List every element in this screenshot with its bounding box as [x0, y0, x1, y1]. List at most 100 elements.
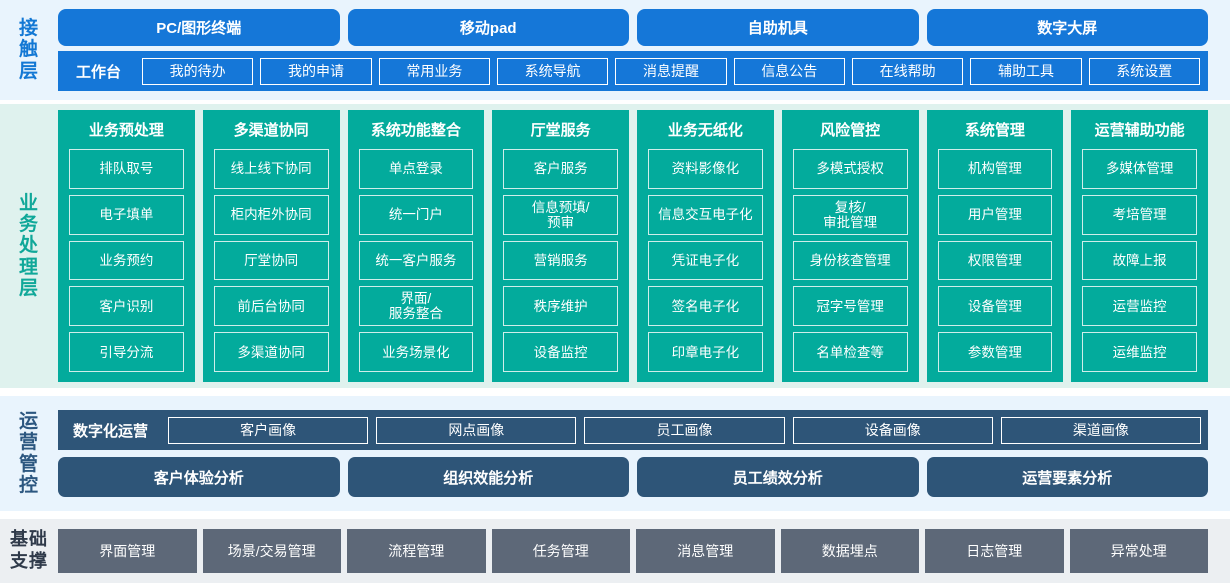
- business-item[interactable]: 考培管理: [1082, 194, 1197, 235]
- business-processing-layer: 业务处理层 业务预处理排队取号电子填单业务预约客户识别引导分流多渠道协同线上线下…: [0, 104, 1230, 388]
- business-column-title: 多渠道协同: [233, 122, 309, 139]
- workbench-item[interactable]: 我的申请: [260, 57, 372, 85]
- business-item[interactable]: 统一门户: [358, 194, 474, 235]
- business-item[interactable]: 权限管理: [937, 240, 1053, 281]
- business-item[interactable]: 客户服务: [503, 149, 618, 189]
- business-item[interactable]: 设备监控: [503, 332, 618, 372]
- business-item[interactable]: 前后台协同: [213, 286, 329, 327]
- layer-label-char-2: 支: [10, 551, 29, 571]
- business-item[interactable]: 统一客户服务: [358, 240, 474, 281]
- business-item[interactable]: 线上线下协同: [213, 149, 329, 189]
- layer-label-char-2: 管: [18, 453, 39, 475]
- ops-layer-body: 数字化运营 客户画像网点画像员工画像设备画像渠道画像 客户体验分析组织效能分析员…: [58, 396, 1230, 511]
- workbench-row: 工作台 我的待办我的申请常用业务系统导航消息提醒信息公告在线帮助辅助工具系统设置: [58, 51, 1208, 91]
- business-column: 系统功能整合单点登录统一门户统一客户服务界面/服务整合业务场景化: [347, 110, 485, 382]
- workbench-title: 工作台: [76, 63, 122, 81]
- foundation-item[interactable]: 任务管理: [491, 529, 630, 573]
- business-item[interactable]: 业务场景化: [358, 332, 474, 372]
- business-column-title: 厅堂服务: [530, 122, 591, 139]
- business-item[interactable]: 故障上报: [1082, 240, 1197, 281]
- business-item[interactable]: 多模式授权: [792, 149, 908, 189]
- workbench-item[interactable]: 系统导航: [497, 57, 609, 85]
- business-item[interactable]: 冠字号管理: [792, 286, 908, 327]
- portrait-item[interactable]: 客户画像: [168, 416, 369, 444]
- analysis-item[interactable]: 客户体验分析: [58, 457, 340, 497]
- business-item[interactable]: 客户识别: [69, 286, 184, 327]
- business-item[interactable]: 运维监控: [1082, 332, 1197, 372]
- business-item[interactable]: 复核/审批管理: [792, 194, 908, 235]
- business-item[interactable]: 多渠道协同: [213, 332, 329, 372]
- business-column: 系统管理机构管理用户管理权限管理设备管理参数管理: [926, 110, 1064, 382]
- workbench-item[interactable]: 信息公告: [733, 57, 845, 85]
- foundation-support-layer: 基础支撑 界面管理场景/交易管理流程管理任务管理消息管理数据埋点日志管理异常处理: [0, 519, 1230, 583]
- digital-operations-title: 数字化运营: [73, 422, 149, 440]
- business-column-title: 运营辅助功能: [1094, 122, 1185, 139]
- layer-label-char-2: 层: [18, 60, 39, 82]
- foundation-item[interactable]: 消息管理: [636, 529, 775, 573]
- workbench-item[interactable]: 消息提醒: [615, 57, 727, 85]
- analysis-item[interactable]: 组织效能分析: [347, 457, 629, 497]
- workbench-item[interactable]: 常用业务: [378, 57, 490, 85]
- business-layer-label-chars: 业务处理层: [19, 193, 39, 299]
- analysis-item[interactable]: 员工绩效分析: [637, 457, 919, 497]
- foundation-item[interactable]: 界面管理: [58, 529, 197, 573]
- business-item[interactable]: 业务预约: [69, 240, 184, 281]
- portrait-item[interactable]: 网点画像: [376, 416, 577, 444]
- business-item[interactable]: 名单检查等: [792, 332, 908, 372]
- business-item[interactable]: 引导分流: [69, 332, 184, 372]
- channel-box[interactable]: PC/图形终端: [58, 9, 340, 46]
- foundation-item[interactable]: 数据埋点: [780, 529, 919, 573]
- business-item[interactable]: 签名电子化: [648, 286, 763, 327]
- business-item[interactable]: 秩序维护: [503, 286, 618, 327]
- foundation-item[interactable]: 异常处理: [1069, 529, 1208, 573]
- contact-layer-label: 接触层: [0, 0, 58, 100]
- business-column: 运营辅助功能多媒体管理考培管理故障上报运营监控运维监控: [1071, 110, 1208, 382]
- business-item[interactable]: 排队取号: [69, 149, 184, 189]
- business-column-title: 业务预处理: [88, 122, 164, 139]
- foundation-row: 界面管理场景/交易管理流程管理任务管理消息管理数据埋点日志管理异常处理: [58, 529, 1208, 573]
- business-item[interactable]: 凭证电子化: [648, 240, 763, 281]
- workbench-item[interactable]: 在线帮助: [851, 57, 964, 85]
- layer-label-char-0: 运: [18, 410, 39, 432]
- layer-label-char-0: 基: [10, 529, 29, 550]
- business-item[interactable]: 参数管理: [937, 332, 1053, 372]
- business-item[interactable]: 单点登录: [358, 149, 474, 189]
- business-item[interactable]: 电子填单: [69, 194, 184, 235]
- channel-box[interactable]: 自助机具: [637, 9, 919, 46]
- business-item[interactable]: 资料影像化: [648, 149, 763, 189]
- business-item[interactable]: 信息预填/预审: [503, 194, 618, 235]
- foundation-item[interactable]: 日志管理: [925, 529, 1064, 573]
- business-item[interactable]: 设备管理: [937, 286, 1053, 327]
- portrait-item[interactable]: 设备画像: [792, 416, 993, 444]
- business-item[interactable]: 用户管理: [937, 194, 1053, 235]
- workbench-item[interactable]: 系统设置: [1088, 57, 1200, 85]
- portrait-item[interactable]: 渠道画像: [1000, 416, 1202, 444]
- channel-box[interactable]: 数字大屏: [926, 9, 1208, 46]
- business-item[interactable]: 界面/服务整合: [358, 286, 474, 327]
- workbench-item[interactable]: 我的待办: [142, 57, 254, 85]
- business-item[interactable]: 印章电子化: [648, 332, 763, 372]
- contact-layer-label-chars: 接触层: [19, 18, 39, 82]
- business-column-title: 风险管控: [820, 122, 881, 139]
- workbench-item[interactable]: 辅助工具: [970, 57, 1082, 85]
- layer-label-char-3: 撑: [29, 551, 48, 571]
- business-item[interactable]: 机构管理: [937, 149, 1053, 189]
- business-item[interactable]: 信息交互电子化: [648, 194, 763, 235]
- foundation-item[interactable]: 流程管理: [347, 529, 486, 573]
- portrait-item[interactable]: 员工画像: [584, 416, 785, 444]
- channel-box[interactable]: 移动pad: [347, 9, 629, 46]
- business-columns: 业务预处理排队取号电子填单业务预约客户识别引导分流多渠道协同线上线下协同柜内柜外…: [58, 110, 1208, 382]
- business-column-title: 系统管理: [964, 122, 1025, 139]
- business-item[interactable]: 身份核查管理: [792, 240, 908, 281]
- layer-label-char-3: 理: [18, 256, 39, 278]
- foundation-item[interactable]: 场景/交易管理: [202, 529, 341, 573]
- business-item[interactable]: 厅堂协同: [213, 240, 329, 281]
- business-item[interactable]: 运营监控: [1082, 286, 1197, 327]
- business-column-title: 系统功能整合: [370, 122, 461, 139]
- business-item[interactable]: 多媒体管理: [1082, 149, 1197, 189]
- business-item[interactable]: 柜内柜外协同: [213, 194, 329, 235]
- business-item[interactable]: 营销服务: [503, 240, 618, 281]
- analysis-item[interactable]: 运营要素分析: [926, 457, 1208, 497]
